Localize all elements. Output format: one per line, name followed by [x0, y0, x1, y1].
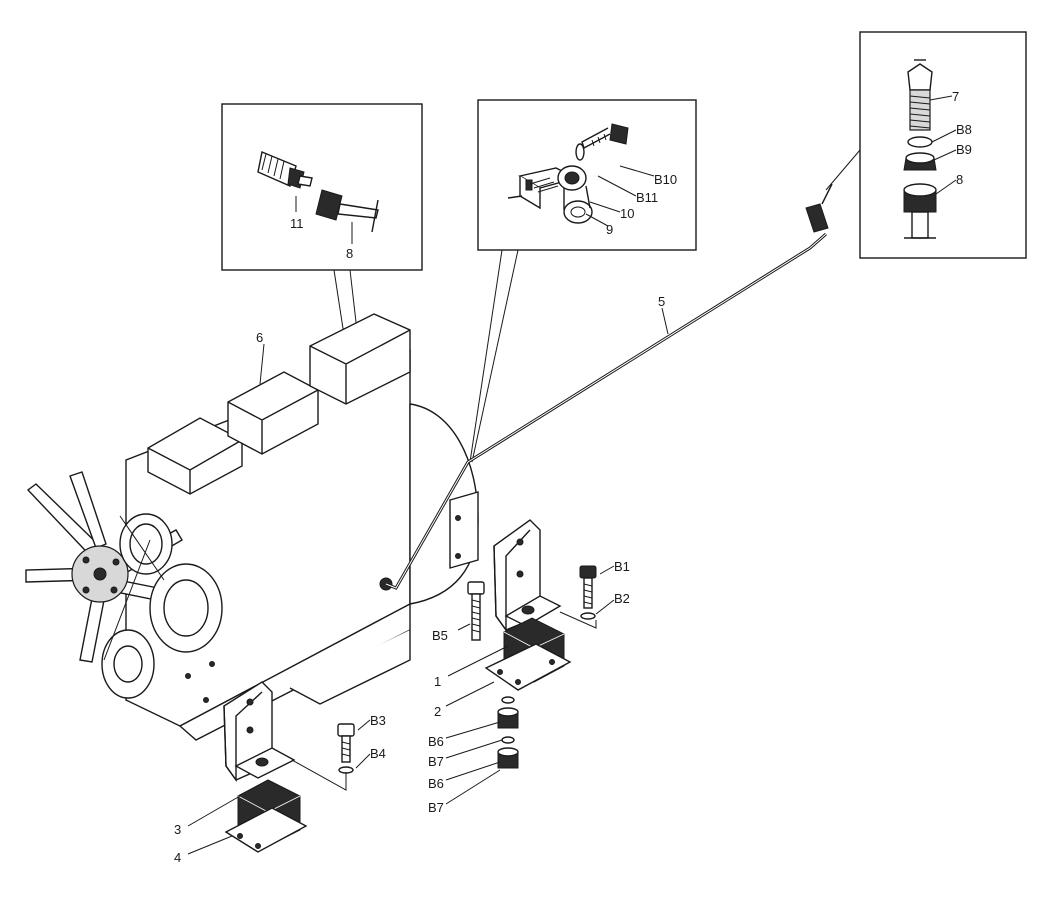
mount-right-bolt-path: [559, 611, 597, 629]
inset-box-left: [221, 103, 423, 271]
union-7-icon: [907, 59, 933, 131]
callout-b7-first: B7: [428, 754, 444, 769]
callout-5: 5: [658, 294, 665, 309]
callout-b4: B4: [370, 746, 386, 761]
fitting-11-icon: [257, 151, 313, 189]
pulleys: [101, 513, 223, 699]
bolt-b5-icon: [467, 581, 485, 641]
callout-b11: B11: [636, 190, 658, 205]
callout-b8: B8: [956, 122, 972, 137]
callout-b2: B2: [614, 591, 630, 606]
callout-6: 6: [256, 330, 263, 345]
bolt-b1-icon: [579, 565, 597, 620]
callout-3: 3: [174, 822, 181, 837]
callout-leaders: [187, 307, 669, 855]
bolt-b10-icon: [581, 123, 629, 150]
callout-b6-second: B6: [428, 776, 444, 791]
pipe-clamp-icon: [507, 165, 593, 224]
callout-4: 4: [174, 850, 181, 865]
callout-b6-first: B6: [428, 734, 444, 749]
callout-1: 1: [434, 674, 441, 689]
callout-b1: B1: [614, 559, 630, 574]
callout-9: 9: [606, 222, 613, 237]
callout-10: 10: [620, 206, 634, 221]
callout-b10: B10: [654, 172, 677, 187]
callout-2: 2: [434, 704, 441, 719]
engine-mount-right: [484, 519, 572, 691]
callout-b3: B3: [370, 713, 386, 728]
mount-left-bolt-path: [291, 759, 347, 791]
nut-stack-right: [497, 696, 519, 769]
callout-11: 11: [290, 216, 304, 231]
callout-labels: B1 B2 B3 B4 B5 1 2 B6 B7 B6 B7 3 4 5 6 7…: [174, 89, 972, 865]
washer-b8-icon: [907, 136, 933, 148]
inset-box-middle: [477, 99, 697, 251]
callout-b5: B5: [432, 628, 448, 643]
washer-b11-icon: [575, 143, 585, 161]
callout-8-left: 8: [346, 246, 353, 261]
bolt-b3-icon: [337, 723, 355, 774]
callout-b7-second: B7: [428, 800, 444, 815]
callout-8-right: 8: [956, 172, 963, 187]
engine-mount-left: [223, 681, 308, 853]
callout-7: 7: [952, 89, 959, 104]
engine-block: [125, 313, 479, 741]
nut-8-left-icon: [315, 189, 379, 233]
fuel-pipe-5: [385, 183, 833, 590]
nut-8-right-icon: [903, 183, 937, 239]
callout-b9: B9: [956, 142, 972, 157]
inset-box-right: [859, 31, 1027, 259]
nut-b9-icon: [903, 152, 937, 171]
